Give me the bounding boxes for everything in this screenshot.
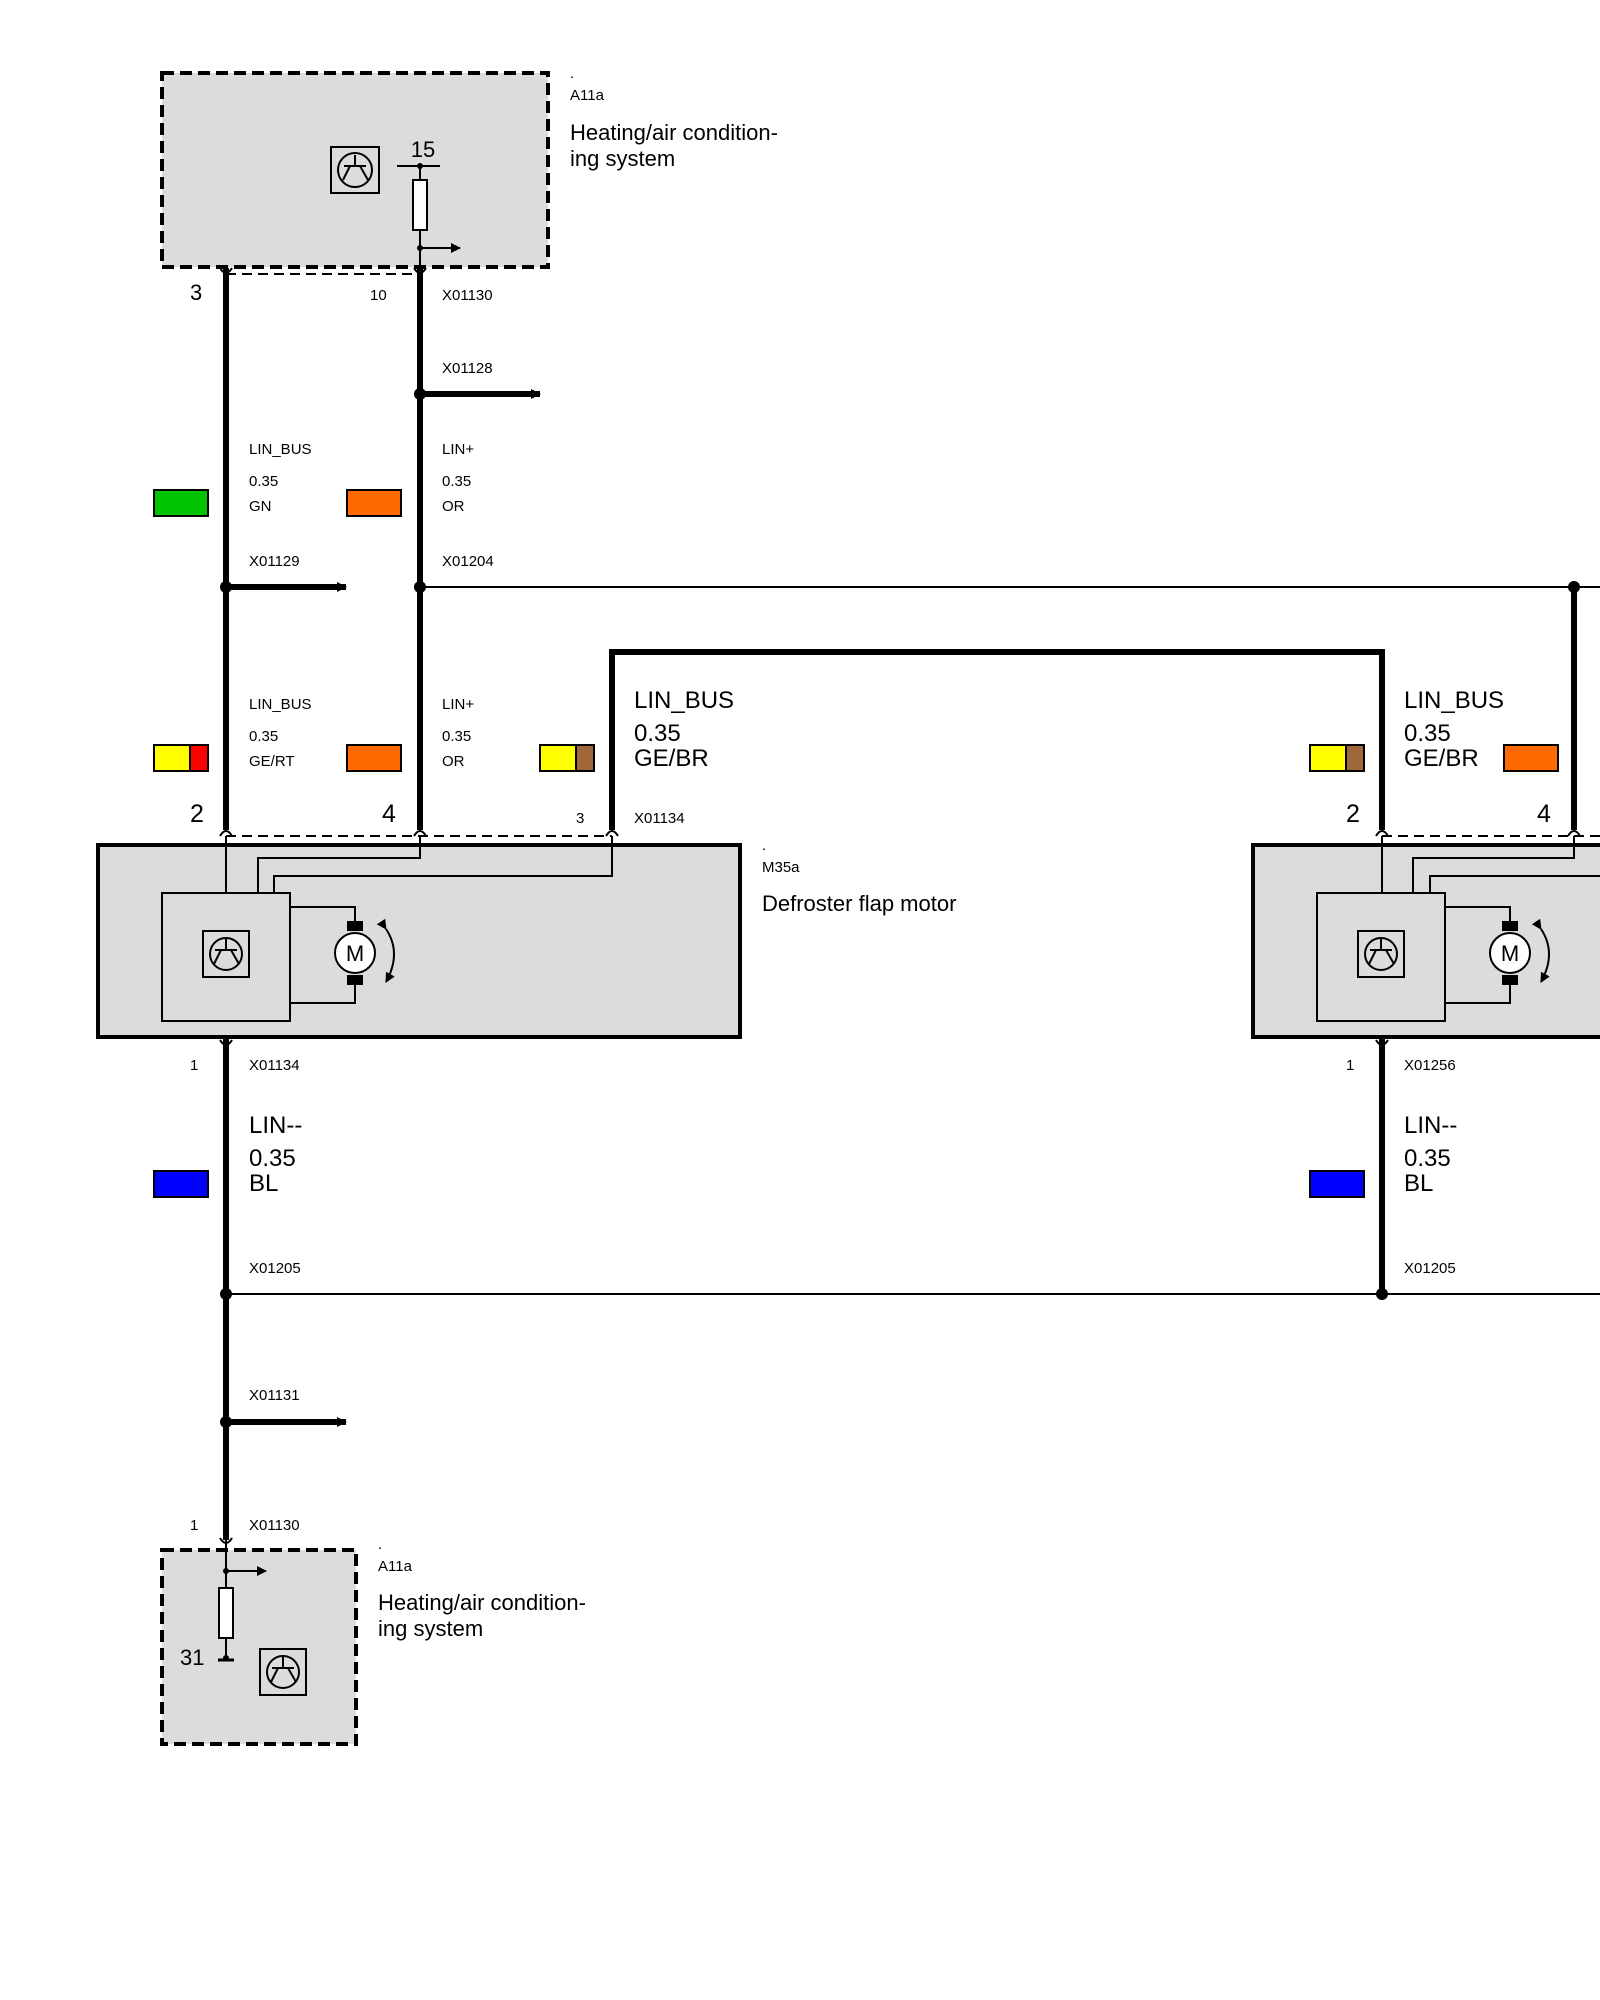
a11a-bottom-code: A11a [378, 1558, 413, 1575]
mid-right-signal: LIN+ [442, 696, 474, 713]
splice-x01131-label: X01131 [249, 1387, 300, 1404]
a11a-bottom-name-line1: Heating/air condition- [378, 1590, 586, 1615]
a11a-top-name-line1: Heating/air condition- [570, 120, 778, 145]
mid-left-size: 0.35 [249, 728, 278, 745]
transistor-icon [330, 146, 380, 194]
a11a-top-pin15: 15 [411, 137, 435, 162]
mid-right-color: OR [442, 753, 465, 770]
lower-right-size: 0.35 [1404, 1145, 1451, 1172]
wire-color-swatch-or-mid [346, 744, 402, 772]
splice-x01204-label: X01204 [442, 553, 494, 570]
splice-x01129-label: X01129 [249, 553, 300, 570]
m35a-pin1: 1 [190, 1057, 198, 1074]
a11a-top-box [160, 71, 550, 269]
motor-right-pin1: 1 [1346, 1057, 1354, 1074]
a11a-bottom-pin1: 1 [190, 1517, 198, 1534]
splice-x01128-label: X01128 [442, 360, 493, 377]
a11a-top-code: A11a [570, 87, 605, 104]
loop-right-signal: LIN_BUS [1404, 687, 1504, 714]
loop-right-size: 0.35 [1404, 720, 1451, 747]
a11a-top-pin3: 3 [190, 280, 202, 305]
motor-icon: M [334, 918, 395, 985]
wire-color-swatch-or-right [1503, 744, 1559, 772]
a11a-top-internal-circuit [397, 163, 461, 268]
a11a-top-pin10: 10 [370, 287, 387, 304]
a11a-top-name-line2: ing system [570, 146, 675, 171]
m35a-connector-top: X01134 [634, 810, 685, 827]
splice-x01205-label: X01205 [249, 1260, 301, 1277]
a11a-bottom-pin31: 31 [180, 1645, 204, 1670]
m35a-code: M35a [762, 859, 800, 876]
mid-left-signal: LIN_BUS [249, 696, 312, 713]
loop-left-size: 0.35 [634, 720, 681, 747]
wire-color-swatch-ge-br-left [539, 744, 595, 772]
wire-color-swatch-bl [153, 1170, 209, 1198]
motor-right-motor-label: M [1501, 941, 1519, 966]
m35a-dot: . [762, 837, 766, 854]
a11a-bottom-dot: . [378, 1536, 382, 1553]
upper-right-color: OR [442, 498, 465, 515]
a11a-bottom-internal-circuit [218, 1540, 267, 1662]
m35a-name: Defroster flap motor [762, 891, 956, 916]
m35a-pin4: 4 [382, 800, 396, 828]
lower-left-size: 0.35 [249, 1145, 296, 1172]
a11a-bottom-box [160, 1548, 358, 1746]
wire-color-swatch-ge-rt [153, 744, 209, 772]
lower-right-signal: LIN-- [1404, 1112, 1457, 1139]
m35a-motor-label: M [346, 941, 364, 966]
lower-right-color: BL [1404, 1170, 1433, 1197]
m35a-internal-wiring [161, 836, 613, 1022]
a11a-top-connector: X01130 [442, 287, 493, 304]
transistor-icon [1357, 930, 1405, 978]
lower-left-color: BL [249, 1170, 278, 1197]
wire-lin-bus-loop [609, 649, 1385, 830]
motor-right-pin4: 4 [1537, 800, 1551, 828]
a11a-bottom-connector: X01130 [249, 1517, 300, 1534]
loop-left-signal: LIN_BUS [634, 687, 734, 714]
loop-right-color: GE/BR [1404, 745, 1479, 772]
wire-color-swatch-bl-right [1309, 1170, 1365, 1198]
upper-right-size: 0.35 [442, 473, 471, 490]
mid-right-size: 0.35 [442, 728, 471, 745]
motor-right-connector-bottom: X01256 [1404, 1057, 1456, 1074]
motor-right-pin2: 2 [1346, 800, 1360, 828]
mid-left-color: GE/RT [249, 753, 295, 770]
transistor-icon [259, 1648, 307, 1696]
wire-color-swatch-or [346, 489, 402, 517]
upper-right-signal: LIN+ [442, 441, 474, 458]
lower-left-signal: LIN-- [249, 1112, 302, 1139]
a11a-top-dot: . [570, 65, 574, 82]
loop-left-color: GE/BR [634, 745, 709, 772]
splice-x01205-right-label: X01205 [1404, 1260, 1456, 1277]
m35a-connector-bottom: X01134 [249, 1057, 300, 1074]
m35a-pin2: 2 [190, 800, 204, 828]
upper-left-signal: LIN_BUS [249, 441, 312, 458]
motor-icon: M [1489, 918, 1550, 985]
wire-color-swatch-gn [153, 489, 209, 517]
wire-color-swatch-ge-br-right [1309, 744, 1365, 772]
motor-right-internal-wiring [1316, 836, 1600, 1022]
a11a-bottom-name-line2: ing system [378, 1616, 483, 1641]
transistor-icon [202, 930, 250, 978]
m35a-pin3: 3 [576, 810, 584, 827]
upper-left-size: 0.35 [249, 473, 278, 490]
upper-left-color: GN [249, 498, 272, 515]
